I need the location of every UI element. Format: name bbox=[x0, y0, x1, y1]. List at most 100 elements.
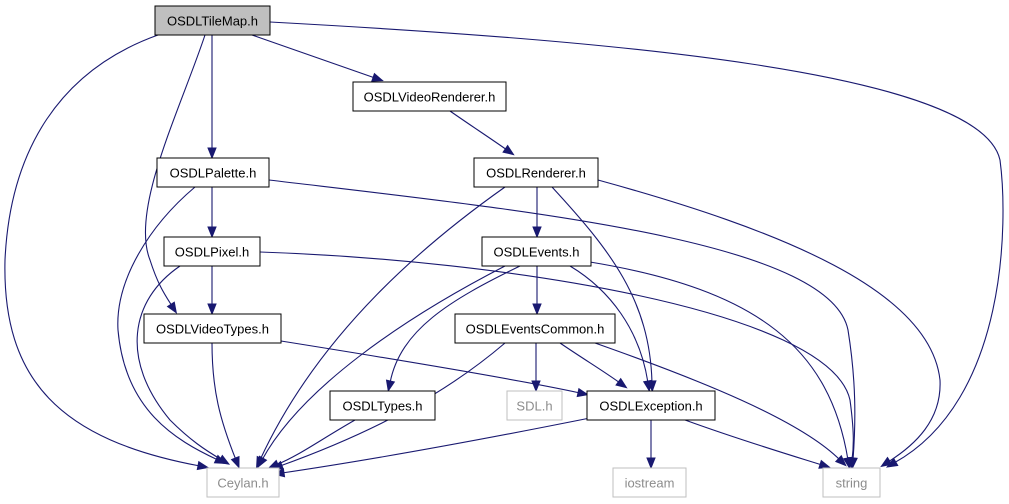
edge-tilemap-to-palette bbox=[207, 35, 217, 160]
edge-renderer-to-string-arrowhead bbox=[880, 456, 893, 468]
node-sdl: SDL.h bbox=[506, 390, 563, 421]
edge-tilemap-to-string-line bbox=[269, 21, 1004, 464]
edge-palette-to-string-line bbox=[268, 179, 856, 461]
edge-tilemap-to-videorenderer bbox=[251, 34, 384, 82]
node-types-box bbox=[329, 390, 436, 421]
edge-videorenderer-to-renderer bbox=[449, 110, 515, 156]
edge-pixel-to-videotypes-arrowhead bbox=[207, 303, 217, 316]
node-ceylan: Ceylan.h bbox=[206, 467, 280, 498]
edge-pixel-to-string-line bbox=[259, 251, 854, 461]
edge-pixel-to-ceylan bbox=[136, 265, 231, 465]
node-sdl-box bbox=[506, 390, 563, 421]
edge-events-to-string bbox=[589, 261, 853, 470]
node-renderer-box bbox=[473, 157, 599, 188]
edge-exception-to-ceylan-line bbox=[281, 417, 591, 474]
node-palette-label: OSDLPalette.h bbox=[170, 166, 257, 181]
edge-videotypes-to-ceylan-arrowhead bbox=[230, 455, 240, 469]
edge-pixel-to-videotypes bbox=[207, 266, 217, 316]
node-exception[interactable]: OSDLException.h bbox=[586, 390, 716, 421]
node-tilemap[interactable]: OSDLTileMap.h bbox=[154, 5, 271, 36]
node-string-label: string bbox=[836, 476, 868, 491]
edge-events-to-string-arrowhead bbox=[842, 456, 853, 470]
edge-eventscommon-to-sdl-arrowhead bbox=[531, 380, 541, 393]
node-string: string bbox=[822, 467, 881, 498]
edge-renderer-to-events bbox=[532, 187, 542, 239]
node-exception-label: OSDLException.h bbox=[599, 399, 702, 414]
edge-types-to-ceylan-arrowhead bbox=[267, 459, 281, 469]
edge-exception-to-iostream-arrowhead bbox=[646, 457, 656, 470]
edge-renderer-to-string bbox=[597, 179, 941, 468]
edge-videotypes-to-ceylan-line bbox=[211, 342, 237, 461]
edge-palette-to-pixel-arrowhead bbox=[207, 226, 217, 239]
edge-events-to-types-line bbox=[389, 265, 521, 384]
edge-events-to-ceylan bbox=[257, 265, 506, 469]
edge-videotypes-to-exception bbox=[280, 340, 590, 398]
edge-eventscommon-to-exception-line bbox=[559, 342, 621, 384]
node-events[interactable]: OSDLEvents.h bbox=[481, 236, 592, 267]
node-pixel[interactable]: OSDLPixel.h bbox=[163, 236, 261, 267]
node-videorenderer-box bbox=[352, 81, 507, 112]
edge-events-to-types bbox=[385, 265, 521, 393]
node-palette-box bbox=[156, 157, 270, 188]
nodes-layer: OSDLTileMap.hOSDLVideoRenderer.hOSDLPale… bbox=[143, 5, 881, 498]
edge-eventscommon-to-exception bbox=[559, 342, 628, 389]
node-eventscommon-box bbox=[454, 313, 616, 344]
edge-eventscommon-to-string-line bbox=[594, 342, 841, 461]
node-tilemap-box bbox=[154, 5, 271, 36]
edge-pixel-to-ceylan-arrowhead bbox=[217, 454, 231, 465]
node-tilemap-label: OSDLTileMap.h bbox=[167, 14, 258, 29]
node-exception-box bbox=[586, 390, 716, 421]
edge-events-to-eventscommon-arrowhead bbox=[532, 303, 542, 316]
edge-eventscommon-to-exception-arrowhead bbox=[615, 377, 628, 389]
edge-eventscommon-to-string-arrowhead bbox=[834, 454, 847, 467]
node-videorenderer-label: OSDLVideoRenderer.h bbox=[364, 90, 496, 105]
node-types[interactable]: OSDLTypes.h bbox=[329, 390, 436, 421]
node-iostream: iostream bbox=[612, 467, 687, 498]
edge-events-to-exception bbox=[569, 265, 653, 393]
edge-tilemap-to-ceylan-arrowhead bbox=[196, 460, 210, 471]
edge-videorenderer-to-renderer-line bbox=[449, 110, 508, 151]
edge-renderer-to-exception-line bbox=[551, 186, 653, 384]
node-palette[interactable]: OSDLPalette.h bbox=[156, 157, 270, 188]
node-events-box bbox=[481, 236, 592, 267]
node-renderer[interactable]: OSDLRenderer.h bbox=[473, 157, 599, 188]
edge-events-to-ceylan-line bbox=[261, 265, 506, 461]
node-pixel-box bbox=[163, 236, 261, 267]
edge-tilemap-to-palette-arrowhead bbox=[207, 147, 217, 160]
edge-pixel-to-ceylan-line bbox=[136, 265, 223, 461]
edge-eventscommon-to-sdl bbox=[531, 343, 541, 393]
edge-types-to-ceylan bbox=[267, 419, 356, 469]
node-types-label: OSDLTypes.h bbox=[343, 399, 423, 414]
edge-events-to-eventscommon bbox=[532, 266, 542, 316]
edge-videotypes-to-exception-arrowhead bbox=[576, 387, 590, 398]
node-iostream-label: iostream bbox=[625, 476, 675, 491]
edge-exception-to-string bbox=[684, 419, 831, 469]
edge-videotypes-to-exception-line bbox=[280, 340, 581, 394]
edge-events-to-ceylan-arrowhead bbox=[257, 455, 268, 469]
edge-renderer-to-events-arrowhead bbox=[532, 226, 542, 239]
edge-tilemap-to-videotypes bbox=[144, 34, 206, 314]
node-ceylan-label: Ceylan.h bbox=[217, 476, 268, 491]
node-pixel-label: OSDLPixel.h bbox=[175, 245, 249, 260]
edge-exception-to-iostream bbox=[646, 420, 656, 470]
node-events-label: OSDLEvents.h bbox=[494, 245, 580, 260]
edge-palette-to-ceylan-line bbox=[117, 186, 219, 461]
edge-tilemap-to-ceylan-line bbox=[4, 34, 201, 467]
node-videotypes[interactable]: OSDLVideoTypes.h bbox=[143, 313, 282, 344]
edge-exception-to-string-line bbox=[684, 419, 823, 466]
node-iostream-box bbox=[612, 467, 687, 498]
edges-layer bbox=[4, 21, 1004, 478]
node-videorenderer[interactable]: OSDLVideoRenderer.h bbox=[352, 81, 507, 112]
node-eventscommon[interactable]: OSDLEventsCommon.h bbox=[454, 313, 616, 344]
edge-tilemap-to-ceylan bbox=[4, 34, 210, 471]
edge-tilemap-to-videotypes-arrowhead bbox=[166, 301, 178, 314]
node-sdl-label: SDL.h bbox=[516, 399, 552, 414]
edge-tilemap-to-videotypes-line bbox=[144, 34, 206, 307]
edge-videotypes-to-ceylan bbox=[211, 342, 240, 469]
edge-videorenderer-to-renderer-arrowhead bbox=[502, 144, 515, 156]
edge-palette-to-pixel bbox=[207, 187, 217, 239]
node-ceylan-box bbox=[206, 467, 280, 498]
node-string-box bbox=[822, 467, 881, 498]
edge-events-to-exception-line bbox=[569, 265, 649, 384]
